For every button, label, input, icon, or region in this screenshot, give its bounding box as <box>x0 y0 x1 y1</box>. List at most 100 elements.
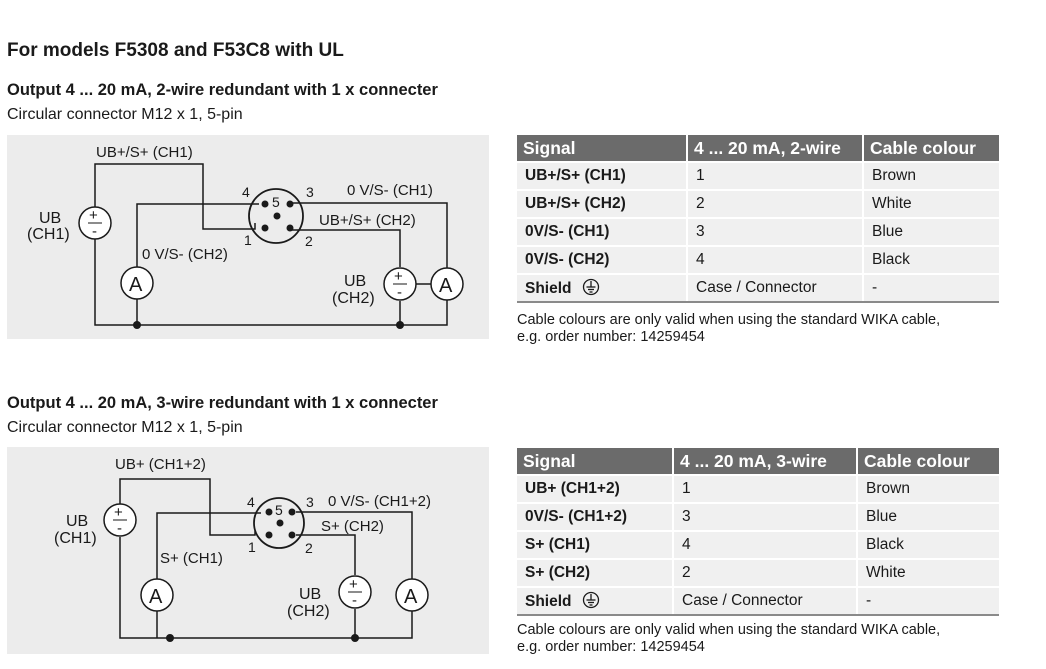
pin5-label: 5 <box>272 194 280 210</box>
signal-cell: S+ (CH1) <box>517 531 674 560</box>
cable-note-line2: e.g. order number: 14259454 <box>517 329 705 345</box>
pin-cell: 2 <box>673 559 858 588</box>
wire-ub-ch2 <box>290 229 401 267</box>
ammeter2-label: A <box>404 586 418 608</box>
signal-table-2-wire: Signal 4 ... 20 mA, 2-wire Cable colour … <box>517 135 999 303</box>
pin2-label: 2 <box>305 540 313 556</box>
right-label-2: UB+/S+ (CH2) <box>319 212 416 229</box>
supply1-plus: + <box>114 504 123 521</box>
wire-0v-ch1 <box>94 202 448 326</box>
left-mid-label: 0 V/S- (CH2) <box>142 246 228 263</box>
supply1-minus: - <box>92 223 97 240</box>
right-label-1: 0 V/S- (CH1) <box>347 182 433 199</box>
table-header: 4 ... 20 mA, 2-wire <box>687 135 864 163</box>
table-row: Shield Case / Connector - <box>517 274 999 303</box>
signal-cell: 0V/S- (CH1+2) <box>517 503 674 532</box>
colour-cell: Blue <box>857 503 999 532</box>
dc-supply-ch1-icon <box>78 206 112 240</box>
colour-cell: Brown <box>863 162 999 191</box>
dc-supply-ch2-icon <box>338 575 372 609</box>
colour-cell: White <box>857 559 999 588</box>
shield-label: Shield <box>525 280 572 297</box>
ammeter-ch1-icon <box>140 578 174 612</box>
supply2-plus: + <box>394 268 403 285</box>
supply2-plus: + <box>349 576 358 593</box>
dc-supply-ch1-icon <box>103 503 137 537</box>
wire-0v-ch2 <box>136 203 259 268</box>
table-row: 0V/S- (CH1+2) 3 Blue <box>517 503 999 532</box>
signal-cell: UB+/S+ (CH2) <box>517 190 688 219</box>
pin-cell: 3 <box>673 503 858 532</box>
cable-note: Cable colours are only valid when using … <box>517 622 940 656</box>
signal-cell: 0V/S- (CH1) <box>517 218 688 247</box>
supply1-label-line1: UB <box>39 210 61 227</box>
signal-cell: UB+ (CH1+2) <box>517 475 674 504</box>
colour-cell: White <box>863 190 999 219</box>
table-row: 0V/S- (CH1) 3 Blue <box>517 218 999 247</box>
table-row: UB+/S+ (CH2) 2 White <box>517 190 999 219</box>
pin-cell: 3 <box>687 218 864 247</box>
supply1-label-line2: (CH1) <box>27 226 70 243</box>
signal-cell: S+ (CH2) <box>517 559 674 588</box>
dc-supply-ch2-icon <box>383 267 417 301</box>
signal-cell: 0V/S- (CH2) <box>517 246 688 275</box>
pin4-label: 4 <box>242 184 250 200</box>
pin3-label: 3 <box>306 184 314 200</box>
table-header: Cable colour <box>857 448 999 476</box>
ammeter2-label: A <box>439 275 453 297</box>
supply2-label-line1: UB <box>344 273 366 290</box>
wire-s-ch2 <box>296 534 356 575</box>
left-mid-label: S+ (CH1) <box>160 550 223 567</box>
pin-cell: 1 <box>673 475 858 504</box>
supply1-plus: + <box>89 207 98 224</box>
table-header: 4 ... 20 mA, 3-wire <box>673 448 858 476</box>
colour-cell: Black <box>863 246 999 275</box>
pin1-label: 1 <box>244 232 252 248</box>
colour-cell: Brown <box>857 475 999 504</box>
top-wire-label: UB+ (CH1+2) <box>115 456 206 473</box>
table-row: S+ (CH2) 2 White <box>517 559 999 588</box>
cable-note-line2: e.g. order number: 14259454 <box>517 639 705 655</box>
table-row: 0V/S- (CH2) 4 Black <box>517 246 999 275</box>
table-header: Signal <box>517 135 688 163</box>
section-1-subtitle: Output 4 ... 20 mA, 2-wire redundant wit… <box>7 81 438 99</box>
supply1-minus: - <box>117 520 122 537</box>
table-header: Signal <box>517 448 674 476</box>
pin5-label: 5 <box>275 502 283 518</box>
shield-label: Shield <box>525 593 572 610</box>
junction-dot <box>351 634 359 642</box>
cable-note: Cable colours are only valid when using … <box>517 312 940 346</box>
ammeter1-label: A <box>149 586 163 608</box>
wiring-diagram-3-wire: UB+ (CH1+2) 4 5 3 1 2 0 V/S- (CH1+2) S+ … <box>7 447 489 654</box>
wire-ub-ch1 <box>94 163 256 230</box>
wire-ub-ch1-2 <box>119 478 256 536</box>
junction-dot <box>396 321 404 329</box>
pin-cell: 4 <box>687 246 864 275</box>
ground-icon <box>582 278 599 296</box>
wire-0v-ch1-2 <box>119 511 413 639</box>
top-wire-label: UB+/S+ (CH1) <box>96 144 193 161</box>
pin1-label: 1 <box>248 539 256 555</box>
pin-cell: Case / Connector <box>673 587 858 616</box>
pin-cell: Case / Connector <box>687 274 864 303</box>
table-row: Shield Case / Connector - <box>517 587 999 616</box>
ammeter-ch2-icon <box>430 267 464 301</box>
page-title: For models F5308 and F53C8 with UL <box>7 40 344 61</box>
cable-note-line1: Cable colours are only valid when using … <box>517 622 941 638</box>
wire-s-ch1 <box>156 512 261 580</box>
table-row: UB+ (CH1+2) 1 Brown <box>517 475 999 504</box>
signal-cell: Shield <box>517 274 688 303</box>
section-1-connector-label: Circular connector M12 x 1, 5-pin <box>7 106 243 123</box>
colour-cell: Blue <box>863 218 999 247</box>
signal-cell: Shield <box>517 587 674 616</box>
table-row: UB+/S+ (CH1) 1 Brown <box>517 162 999 191</box>
pin-cell: 2 <box>687 190 864 219</box>
junction-dot <box>133 321 141 329</box>
colour-cell: Black <box>857 531 999 560</box>
supply1-label-line1: UB <box>66 513 88 530</box>
m12-connector-icon <box>253 497 305 549</box>
junction-dot <box>166 634 174 642</box>
signal-table-3-wire: Signal 4 ... 20 mA, 3-wire Cable colour … <box>517 448 999 616</box>
ammeter1-label: A <box>129 274 143 296</box>
section-2-subtitle: Output 4 ... 20 mA, 3-wire redundant wit… <box>7 394 438 412</box>
